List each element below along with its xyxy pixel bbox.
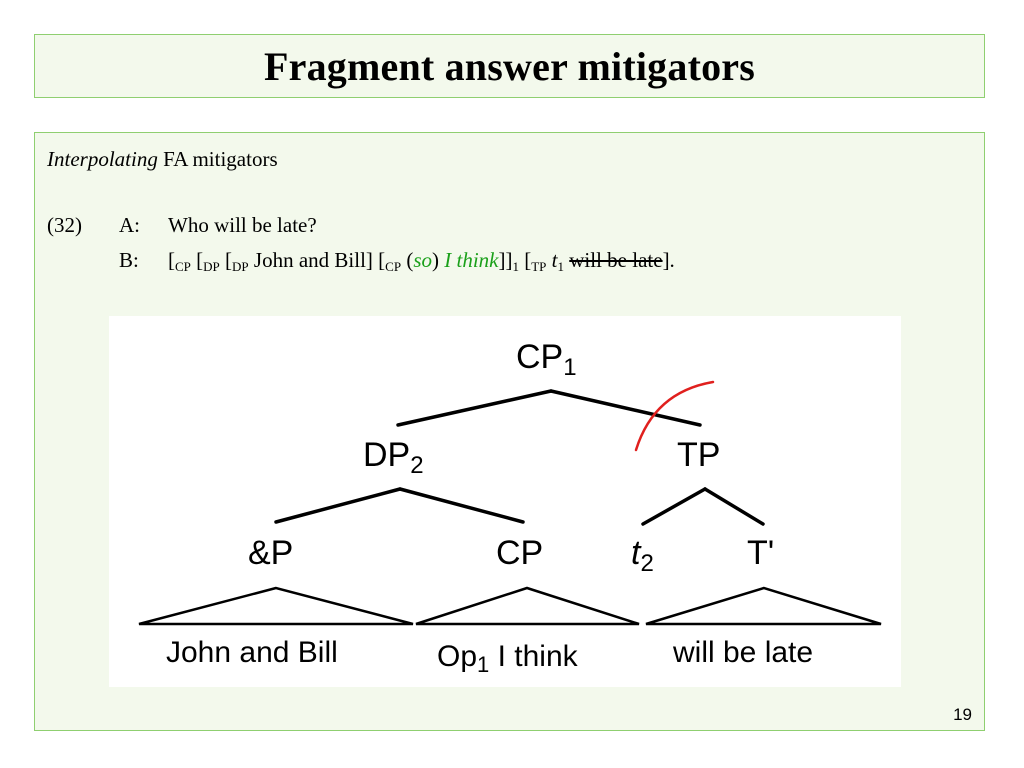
example-number: (32) [47,213,82,237]
i-think-mitigator: I think [444,248,499,272]
speaker-a-label: A: [119,213,140,237]
edge-dp2-cp [398,487,525,524]
cut-mark-arc [634,380,715,452]
edge-tp-tbar [703,487,765,526]
trace-t: t [551,248,558,272]
speaker-b-label: B: [119,248,139,272]
edge-cp1-dp2 [396,389,553,427]
node-tp: TP [677,436,720,474]
leaf-will-be-late: will be late [672,636,813,669]
node-andp: &P [248,534,293,572]
node-cp1: CP1 [516,338,577,381]
heading-italic: Interpolating [47,147,158,171]
node-dp2: DP2 [363,436,424,479]
page-number: 19 [953,705,972,724]
tree-svg: CP1 DP2 TP &P CP t2 T' John and Bill Op1… [138,338,882,677]
section-heading: Interpolating FA mitigators [47,147,278,171]
elided-text: will be late [569,248,663,272]
syntax-tree: CP1 DP2 TP &P CP t2 T' John and Bill Op1… [109,316,901,687]
node-cp: CP [496,534,543,572]
triangle-cp [415,586,640,626]
edge-tp-trace [641,487,707,526]
slide-title: Fragment answer mitigators [263,43,756,89]
edge-cp1-tp [549,389,702,427]
edge-dp2-andp [274,487,402,524]
heading-rest: FA mitigators [163,147,278,171]
node-trace: t2 [631,534,654,577]
triangle-andp [138,586,414,626]
node-tbar: T' [747,534,774,572]
triangle-tbar [645,586,882,626]
leaf-john-and-bill: John and Bill [166,636,338,669]
speaker-b-text: [CP [DP [DP John and Bill] [CP (so) I th… [168,248,675,274]
content-box: Interpolating FA mitigators (32) A: Who … [34,132,985,731]
leaf-op-i-think: Op1 I think [437,640,579,677]
speaker-a-text: Who will be late? [168,213,317,237]
so-mitigator: so [413,248,432,272]
title-box: Fragment answer mitigators [34,34,985,98]
